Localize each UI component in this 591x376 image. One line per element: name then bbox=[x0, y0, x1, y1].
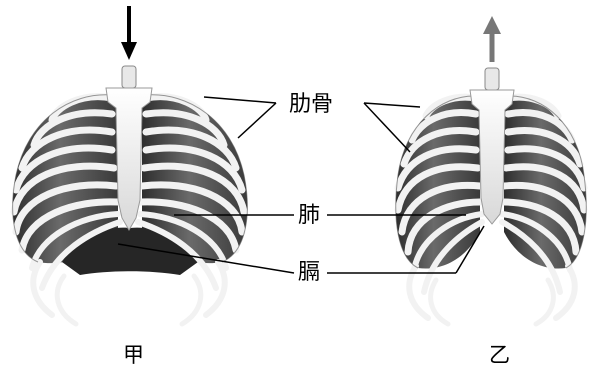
thorax-inhale bbox=[396, 16, 586, 324]
arrow-up-icon bbox=[483, 16, 501, 62]
lung-label: 肺 bbox=[298, 205, 320, 227]
rib-label: 肋骨 bbox=[289, 94, 333, 116]
diaphragm-label: 膈 bbox=[298, 262, 320, 284]
figure-caption-right: 乙 bbox=[489, 345, 510, 366]
figure-caption-left: 甲 bbox=[123, 345, 144, 366]
thorax-exhale bbox=[13, 6, 248, 324]
arrow-down-icon bbox=[121, 6, 137, 60]
